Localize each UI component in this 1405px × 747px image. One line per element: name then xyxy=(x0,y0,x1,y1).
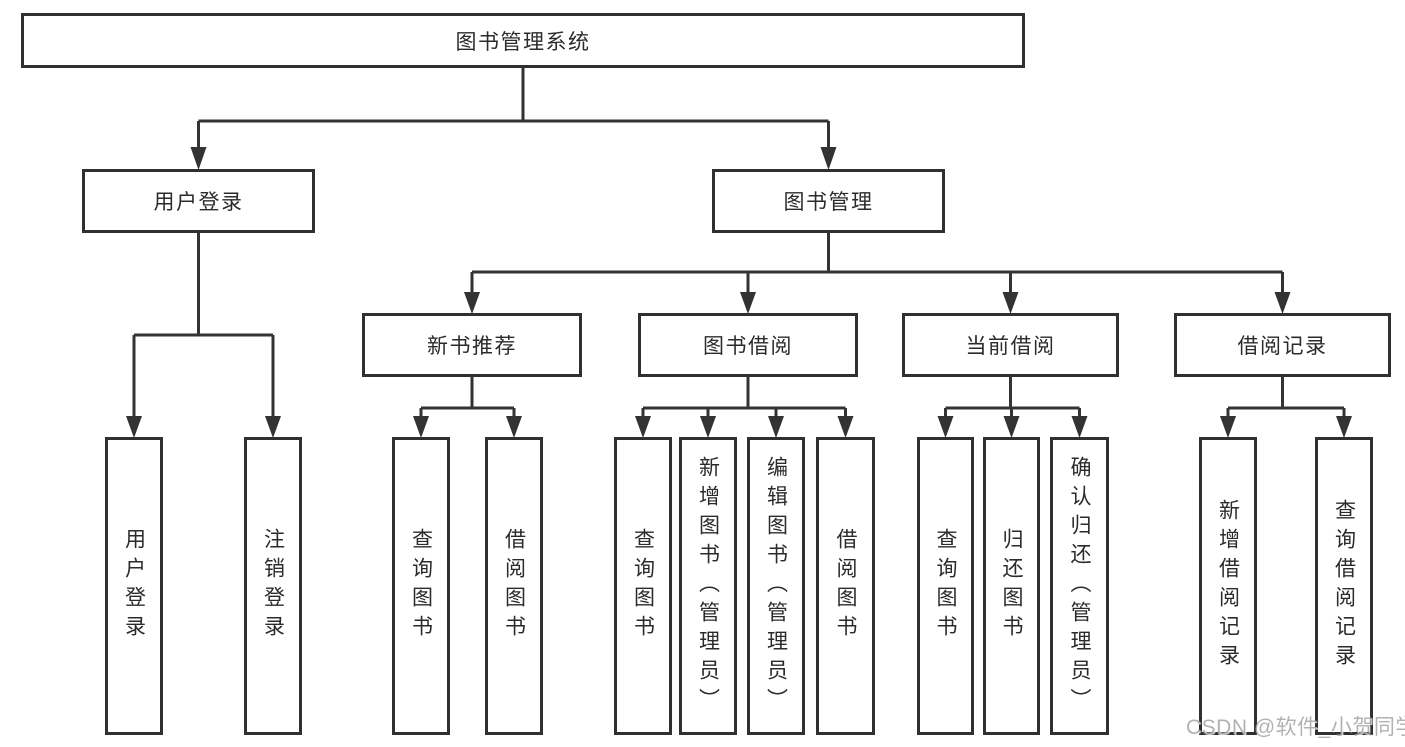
arrowhead xyxy=(1336,416,1352,438)
leaf-label: 注销登录 xyxy=(261,528,285,644)
arrowhead xyxy=(635,416,651,438)
node-book-management: 图书管理 xyxy=(712,169,945,233)
node-label: 图书管理 xyxy=(783,191,874,214)
node-new-book-recommendation: 新书推荐 xyxy=(362,313,582,377)
leaf-label: 借阅图书 xyxy=(834,528,857,644)
leaf-borrow-books-recommend: 借阅图书 xyxy=(485,437,543,735)
arrowhead xyxy=(837,416,854,438)
tree-edges xyxy=(132,68,1346,416)
node-borrowing-records: 借阅记录 xyxy=(1174,313,1391,377)
leaf-label: 查询图书 xyxy=(409,528,433,644)
leaf-return-books: 归还图书 xyxy=(983,437,1040,735)
node-label: 当前借阅 xyxy=(965,335,1056,358)
leaf-label: 查询借阅记录 xyxy=(1332,499,1356,673)
arrowhead xyxy=(1003,416,1020,438)
arrowhead xyxy=(1002,292,1019,314)
node-current-borrowing: 当前借阅 xyxy=(902,313,1119,377)
arrowhead xyxy=(820,147,837,170)
leaf-query-books-current: 查询图书 xyxy=(917,437,974,735)
leaf-user-login: 用户登录 xyxy=(105,437,163,735)
leaf-query-books-borrowing: 查询图书 xyxy=(614,437,672,735)
leaf-label: 查询图书 xyxy=(631,528,655,644)
node-user-login: 用户登录 xyxy=(82,169,315,233)
node-library-management-system: 图书管理系统 xyxy=(21,13,1025,68)
arrowhead xyxy=(740,292,756,314)
leaf-label: 编辑图书（管理员） xyxy=(764,455,788,717)
arrowhead xyxy=(464,292,480,314)
node-label: 借阅记录 xyxy=(1237,335,1328,358)
leaf-add-books-admin: 新增图书（管理员） xyxy=(679,437,737,735)
leaf-logout-login: 注销登录 xyxy=(244,437,302,735)
arrowhead xyxy=(768,416,784,438)
arrowhead xyxy=(190,147,207,170)
arrowhead xyxy=(1220,416,1236,438)
leaf-label: 新增借阅记录 xyxy=(1216,499,1240,673)
csdn-watermark: CSDN @软件_小贺同学 xyxy=(1186,716,1405,739)
leaf-add-borrow-record: 新增借阅记录 xyxy=(1199,437,1257,735)
leaf-label: 用户登录 xyxy=(122,528,146,644)
arrowhead xyxy=(265,416,281,438)
leaf-label: 新增图书（管理员） xyxy=(696,455,720,717)
leaf-query-books-recommend: 查询图书 xyxy=(392,437,450,735)
leaf-edit-books-admin: 编辑图书（管理员） xyxy=(747,437,805,735)
arrowheads xyxy=(126,147,1352,438)
node-label: 用户登录 xyxy=(153,191,244,214)
node-label: 图书借阅 xyxy=(703,335,793,358)
node-book-borrowing: 图书借阅 xyxy=(638,313,858,377)
arrowhead xyxy=(700,416,716,438)
leaf-confirm-return-admin: 确认归还（管理员） xyxy=(1050,437,1109,735)
node-label: 图书管理系统 xyxy=(455,30,591,54)
leaf-label: 查询图书 xyxy=(934,528,957,644)
leaf-label: 归还图书 xyxy=(1000,528,1023,644)
leaf-borrow-books-borrowing: 借阅图书 xyxy=(816,437,875,735)
arrowhead xyxy=(1071,416,1088,438)
leaf-query-borrow-record: 查询借阅记录 xyxy=(1315,437,1373,735)
arrowhead xyxy=(126,416,142,438)
leaf-label: 借阅图书 xyxy=(502,528,526,644)
arrowhead xyxy=(937,416,954,438)
arrowhead xyxy=(413,416,429,438)
arrowhead xyxy=(1274,292,1291,314)
leaf-label: 确认归还（管理员） xyxy=(1068,455,1091,717)
node-label: 新书推荐 xyxy=(427,335,517,358)
arrowhead xyxy=(506,416,522,438)
